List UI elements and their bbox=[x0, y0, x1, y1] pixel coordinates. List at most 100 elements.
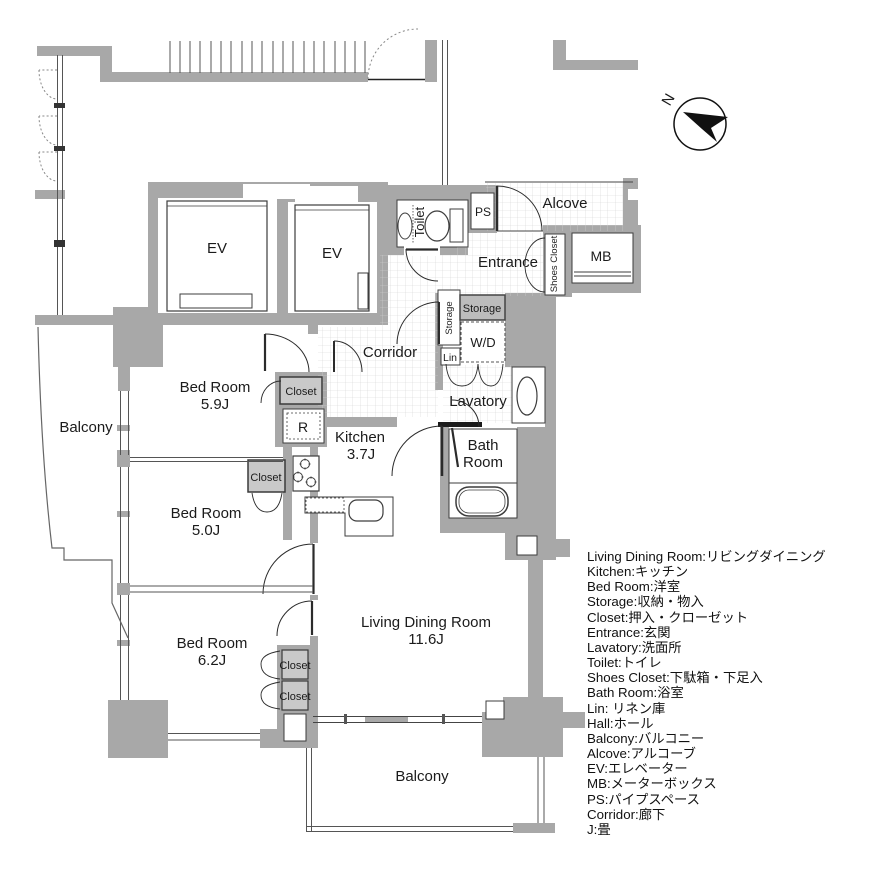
legend-item: MB:メーターボックス bbox=[587, 776, 717, 792]
legend-item: PS:パイプスペース bbox=[587, 791, 700, 807]
room-label-balcony-left: Balcony bbox=[59, 419, 113, 436]
bedroom2-door bbox=[262, 543, 315, 595]
room-label-mb: MB bbox=[591, 248, 612, 264]
pillar-void-lower bbox=[485, 700, 505, 720]
legend-item: Corridor:廊下 bbox=[587, 806, 666, 822]
doors bbox=[251, 185, 546, 710]
living-room-door bbox=[391, 425, 444, 477]
tiled-floors bbox=[318, 181, 639, 423]
corridor-fence-ticks bbox=[169, 41, 366, 73]
left-railing bbox=[38, 55, 65, 317]
room-labels: EV EV Toilet PS Alcove Entrance Shoes Cl… bbox=[59, 195, 611, 785]
bath-door bbox=[450, 399, 480, 468]
legend-item: J:畳 bbox=[587, 821, 611, 837]
toilet-door bbox=[405, 248, 439, 282]
elevator-cab-left bbox=[166, 200, 268, 312]
toilet-bowl bbox=[424, 210, 450, 242]
legend-item: Toilet:トイレ bbox=[587, 655, 662, 671]
room-label-kitchen: Kitchen bbox=[335, 429, 385, 446]
legend-item: Closet:押入・クローゼット bbox=[587, 609, 749, 625]
toilet-sink bbox=[397, 212, 413, 240]
kitchen-counter bbox=[304, 496, 394, 537]
windows-balconies bbox=[37, 326, 545, 832]
room-label-ev-left: EV bbox=[207, 240, 227, 257]
legend-item: Hall:ホール bbox=[587, 715, 654, 731]
room-label-closet-bedroom1: Closet bbox=[285, 386, 316, 398]
shoes-closet-box bbox=[544, 233, 566, 296]
entrance-door bbox=[495, 185, 543, 232]
washer-dryer-doors bbox=[445, 363, 504, 387]
washer-dryer-box bbox=[460, 321, 506, 363]
bedroom1-door bbox=[263, 333, 363, 373]
toilet-room bbox=[396, 199, 469, 256]
closet-bedroom1-box bbox=[279, 376, 323, 405]
room-label-balcony-south: Balcony bbox=[395, 768, 449, 785]
room-label-storage-box: Storage bbox=[463, 303, 502, 315]
room-label-bedroom3: Bed Room bbox=[177, 635, 248, 652]
legend-item: Living Dining Room:リビングダイニング bbox=[587, 549, 826, 564]
legend-item: Alcove:アルコーブ bbox=[587, 746, 696, 762]
legend-item: Storage:収納・物入 bbox=[587, 594, 704, 610]
room-label-living: Living Dining Room bbox=[361, 614, 491, 631]
legend-item: Lin: リネン庫 bbox=[587, 700, 666, 716]
compass: N bbox=[658, 91, 728, 151]
room-label-ps: PS bbox=[475, 205, 491, 219]
compass-north-label: N bbox=[658, 91, 678, 109]
room-label-closet-bedroom2: Closet bbox=[250, 472, 281, 484]
storage-box bbox=[459, 294, 506, 321]
linen-box bbox=[440, 347, 461, 366]
room-label-lavatory: Lavatory bbox=[449, 393, 507, 410]
compass-needle bbox=[683, 112, 728, 142]
alcove-floor bbox=[486, 183, 623, 231]
legend-item: Lavatory:洗面所 bbox=[587, 639, 682, 655]
lavatory-door bbox=[396, 301, 440, 345]
corridor-floor bbox=[318, 327, 438, 417]
room-label-shoes-closet: Shoes Closet bbox=[549, 235, 560, 292]
legend-item: Shoes Closet:下駄箱・下足入 bbox=[587, 670, 763, 686]
closet-bedroom2-doors bbox=[251, 492, 283, 513]
room-label-corridor: Corridor bbox=[363, 344, 417, 361]
rooms-and-fixtures bbox=[158, 184, 634, 742]
room-label-bedroom1: Bed Room bbox=[180, 379, 251, 396]
building-entry-door bbox=[367, 28, 448, 186]
shoes-closet-doors bbox=[524, 237, 546, 293]
room-label-wd: W/D bbox=[470, 335, 495, 350]
legend-item: Kitchen:キッチン bbox=[587, 564, 689, 580]
room-label-bedroom3-size: 6.2J bbox=[198, 652, 226, 669]
bath-room bbox=[438, 422, 518, 519]
closet-bedroom3-doors bbox=[260, 650, 281, 710]
room-label-closet-bedroom3-upper: Closet bbox=[279, 660, 310, 672]
closet-bedroom3-lower-box bbox=[281, 680, 309, 711]
toilet-tank bbox=[449, 208, 464, 243]
room-label-bedroom1-size: 5.9J bbox=[201, 396, 229, 413]
legend-item: Entrance:玄関 bbox=[587, 624, 671, 640]
common-corridor-structures bbox=[35, 40, 638, 199]
elevator-cab-right bbox=[294, 204, 370, 312]
bedroom3-door bbox=[276, 600, 314, 637]
room-label-refrigerator: R bbox=[298, 419, 308, 435]
legend-item: EV:エレベーター bbox=[587, 761, 688, 777]
partition-board-arcs bbox=[38, 69, 58, 182]
legend: Living Dining Room:リビングダイニング Kitchen:キッチ… bbox=[587, 549, 826, 837]
closet-bedroom1-door bbox=[260, 380, 282, 404]
refrigerator-box bbox=[282, 408, 325, 444]
room-label-lin: Lin bbox=[443, 352, 457, 364]
room-label-bedroom2: Bed Room bbox=[171, 505, 242, 522]
mb-box bbox=[571, 232, 634, 284]
closet-bedroom2-box bbox=[247, 459, 286, 493]
room-label-living-size: 11.6J bbox=[408, 631, 444, 648]
legend-item: Bath Room:浴室 bbox=[587, 685, 684, 701]
stove bbox=[292, 455, 320, 492]
lavatory-floor bbox=[443, 365, 512, 423]
entrance-floor bbox=[457, 233, 543, 296]
utility-box bbox=[283, 713, 307, 742]
kitchen-sink bbox=[348, 499, 384, 522]
legend-item: Bed Room:洋室 bbox=[587, 579, 681, 595]
room-label-bedroom2-size: 5.0J bbox=[192, 522, 220, 539]
room-label-kitchen-size: 3.7J bbox=[347, 446, 375, 463]
room-label-alcove: Alcove bbox=[542, 195, 587, 212]
room-label-entrance: Entrance bbox=[478, 254, 538, 271]
ps-box bbox=[470, 192, 495, 230]
closet-bedroom3-upper-box bbox=[281, 649, 309, 680]
